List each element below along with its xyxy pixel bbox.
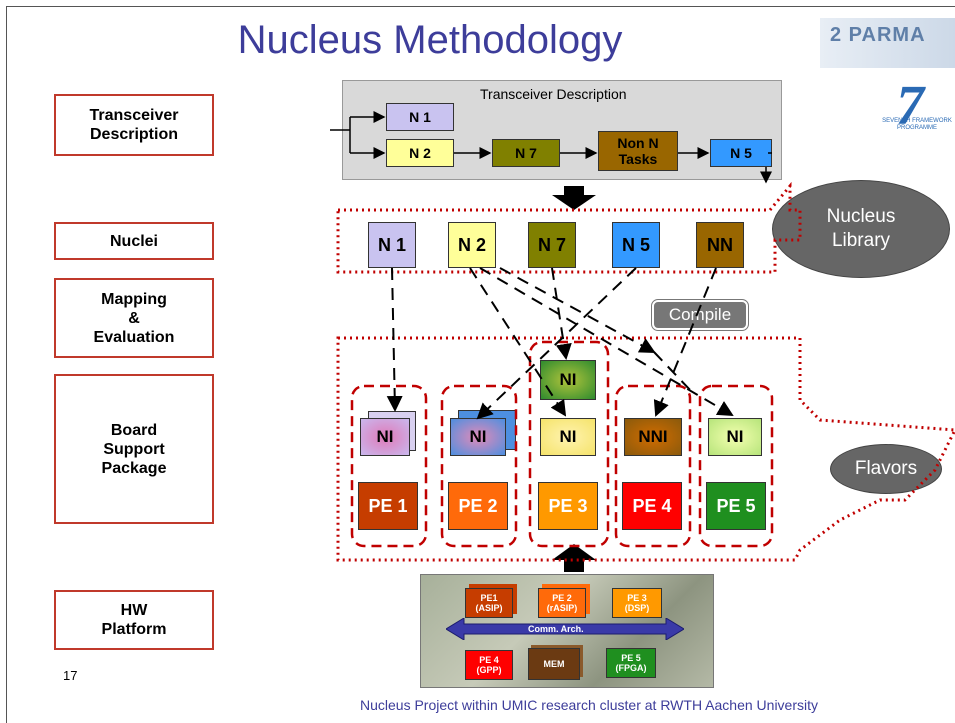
hw-chip-pe5: PE 5 (FPGA) [606, 648, 656, 678]
ni-n2-pe3: NI [540, 418, 596, 456]
pe5-block: PE 5 [706, 482, 766, 530]
pe3-block: PE 3 [538, 482, 598, 530]
fp7-logo: 7 SEVENTH FRAMEWORK PROGRAMME [882, 75, 952, 138]
slide-number: 17 [63, 668, 78, 683]
label-mapping-evaluation: Mapping & Evaluation [54, 278, 214, 358]
fp7-logo-number: 7 [896, 75, 924, 137]
tx-block-n1: N 1 [386, 103, 454, 131]
nucleus-library-ellipse: Nucleus Library [772, 180, 950, 278]
nni-pe4: NNI [624, 418, 682, 456]
tx-block-n7: N 7 [492, 139, 560, 167]
hw-chip-pe1: PE1 (ASIP) [465, 588, 513, 618]
transceiver-description-title: Transceiver Description [480, 86, 627, 102]
ni-pe5: NI [708, 418, 762, 456]
tx-block-n5: N 5 [710, 139, 772, 167]
hw-chip-pe4: PE 4 (GPP) [465, 650, 513, 680]
nucleus-nn: NN [696, 222, 744, 268]
flavors-ellipse: Flavors [830, 444, 942, 494]
nucleus-n2: N 2 [448, 222, 496, 268]
tx-block-non-n-tasks: Non N Tasks [598, 131, 678, 171]
nucleus-n5: N 5 [612, 222, 660, 268]
pe4-block: PE 4 [622, 482, 682, 530]
footer-text: Nucleus Project within UMIC research clu… [360, 697, 819, 713]
tx-block-n2: N 2 [386, 139, 454, 167]
pe2-block: PE 2 [448, 482, 508, 530]
label-nuclei: Nuclei [54, 222, 214, 260]
parma-logo: 2 PARMA [820, 18, 955, 68]
pe1-block: PE 1 [358, 482, 418, 530]
slide-title: Nucleus Methodology [237, 18, 623, 62]
slide-frame [6, 6, 955, 723]
ni-pe2: NI [450, 418, 506, 456]
hw-chip-pe3: PE 3 (DSP) [612, 588, 662, 618]
compile-label: Compile [651, 299, 749, 331]
ni-pe1: NI [360, 418, 410, 456]
ni-n7-pe3: NI [540, 360, 596, 400]
hw-chip-mem: MEM [528, 648, 580, 680]
label-hw-platform: HW Platform [54, 590, 214, 650]
fp7-logo-text: SEVENTH FRAMEWORK PROGRAMME [882, 118, 952, 131]
label-transceiver-description: Transceiver Description [54, 94, 214, 156]
label-board-support-package: Board Support Package [54, 374, 214, 524]
hw-chip-pe2: PE 2 (rASIP) [538, 588, 586, 618]
parma-logo-text: 2 PARMA [830, 24, 926, 46]
comm-arch-label: Comm. Arch. [528, 624, 584, 634]
comm-arch-arrow [446, 618, 684, 640]
nucleus-n7: N 7 [528, 222, 576, 268]
nucleus-n1: N 1 [368, 222, 416, 268]
